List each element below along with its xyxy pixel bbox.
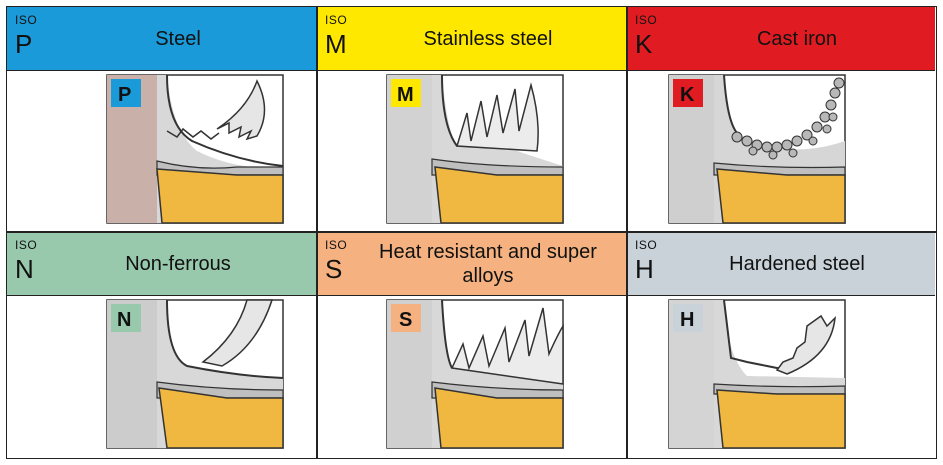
material-title: Stainless steel	[423, 28, 553, 50]
material-header-h: ISO H Hardened steel	[627, 232, 935, 296]
material-header-n: ISO N Non-ferrous	[7, 232, 317, 296]
iso-letter: N	[15, 254, 34, 284]
badge-k: K	[680, 84, 695, 106]
iso-label: ISO	[635, 13, 658, 27]
material-cell-p: ISO P Steel P	[7, 7, 317, 232]
chip-illustration-s: S	[317, 296, 627, 457]
chip-illustration-h: H	[627, 296, 935, 457]
iso-letter: K	[635, 29, 653, 59]
material-cell-m: ISO M Stainless steel M	[317, 7, 627, 232]
badge-h: H	[680, 309, 694, 331]
iso-letter: P	[15, 29, 33, 59]
material-header-k: ISO K Cast iron	[627, 7, 935, 71]
badge-s: S	[399, 309, 412, 331]
chip-illustration-n: N	[7, 296, 317, 457]
material-header-m: ISO M Stainless steel	[317, 7, 627, 71]
divider-horizontal	[7, 231, 936, 233]
divider-vertical-2	[626, 7, 628, 458]
iso-label: ISO	[325, 13, 348, 27]
badge-m: M	[397, 84, 414, 106]
material-title: Non-ferrous	[125, 253, 231, 275]
divider-vertical-1	[316, 7, 318, 458]
iso-label: ISO	[325, 238, 348, 252]
material-cell-h: ISO H Hardened steel H	[627, 232, 935, 457]
iso-letter: H	[635, 254, 654, 284]
material-header-s: ISO S Heat resistant and super alloys	[317, 232, 627, 296]
iso-label: ISO	[15, 238, 38, 252]
material-cell-k: ISO K Cast iron	[627, 7, 935, 232]
iso-letter: S	[325, 254, 343, 284]
material-title: Heat resistant and super alloys	[379, 241, 597, 287]
badge-n: N	[117, 309, 131, 331]
material-title: Hardened steel	[729, 253, 865, 275]
badge-p: P	[118, 84, 131, 106]
material-header-p: ISO P Steel	[7, 7, 317, 71]
material-title: Steel	[155, 28, 201, 50]
iso-material-grid: ISO P Steel P ISO M Stainless steel	[6, 6, 937, 459]
iso-label: ISO	[635, 238, 658, 252]
iso-letter: M	[325, 29, 347, 59]
material-cell-s: ISO S Heat resistant and super alloys S	[317, 232, 627, 457]
iso-label: ISO	[15, 13, 38, 27]
chip-illustration-k: K	[627, 71, 935, 232]
chip-illustration-p: P	[7, 71, 317, 232]
material-title: Cast iron	[756, 28, 838, 50]
chip-illustration-m: M	[317, 71, 627, 232]
material-cell-n: ISO N Non-ferrous N	[7, 232, 317, 457]
